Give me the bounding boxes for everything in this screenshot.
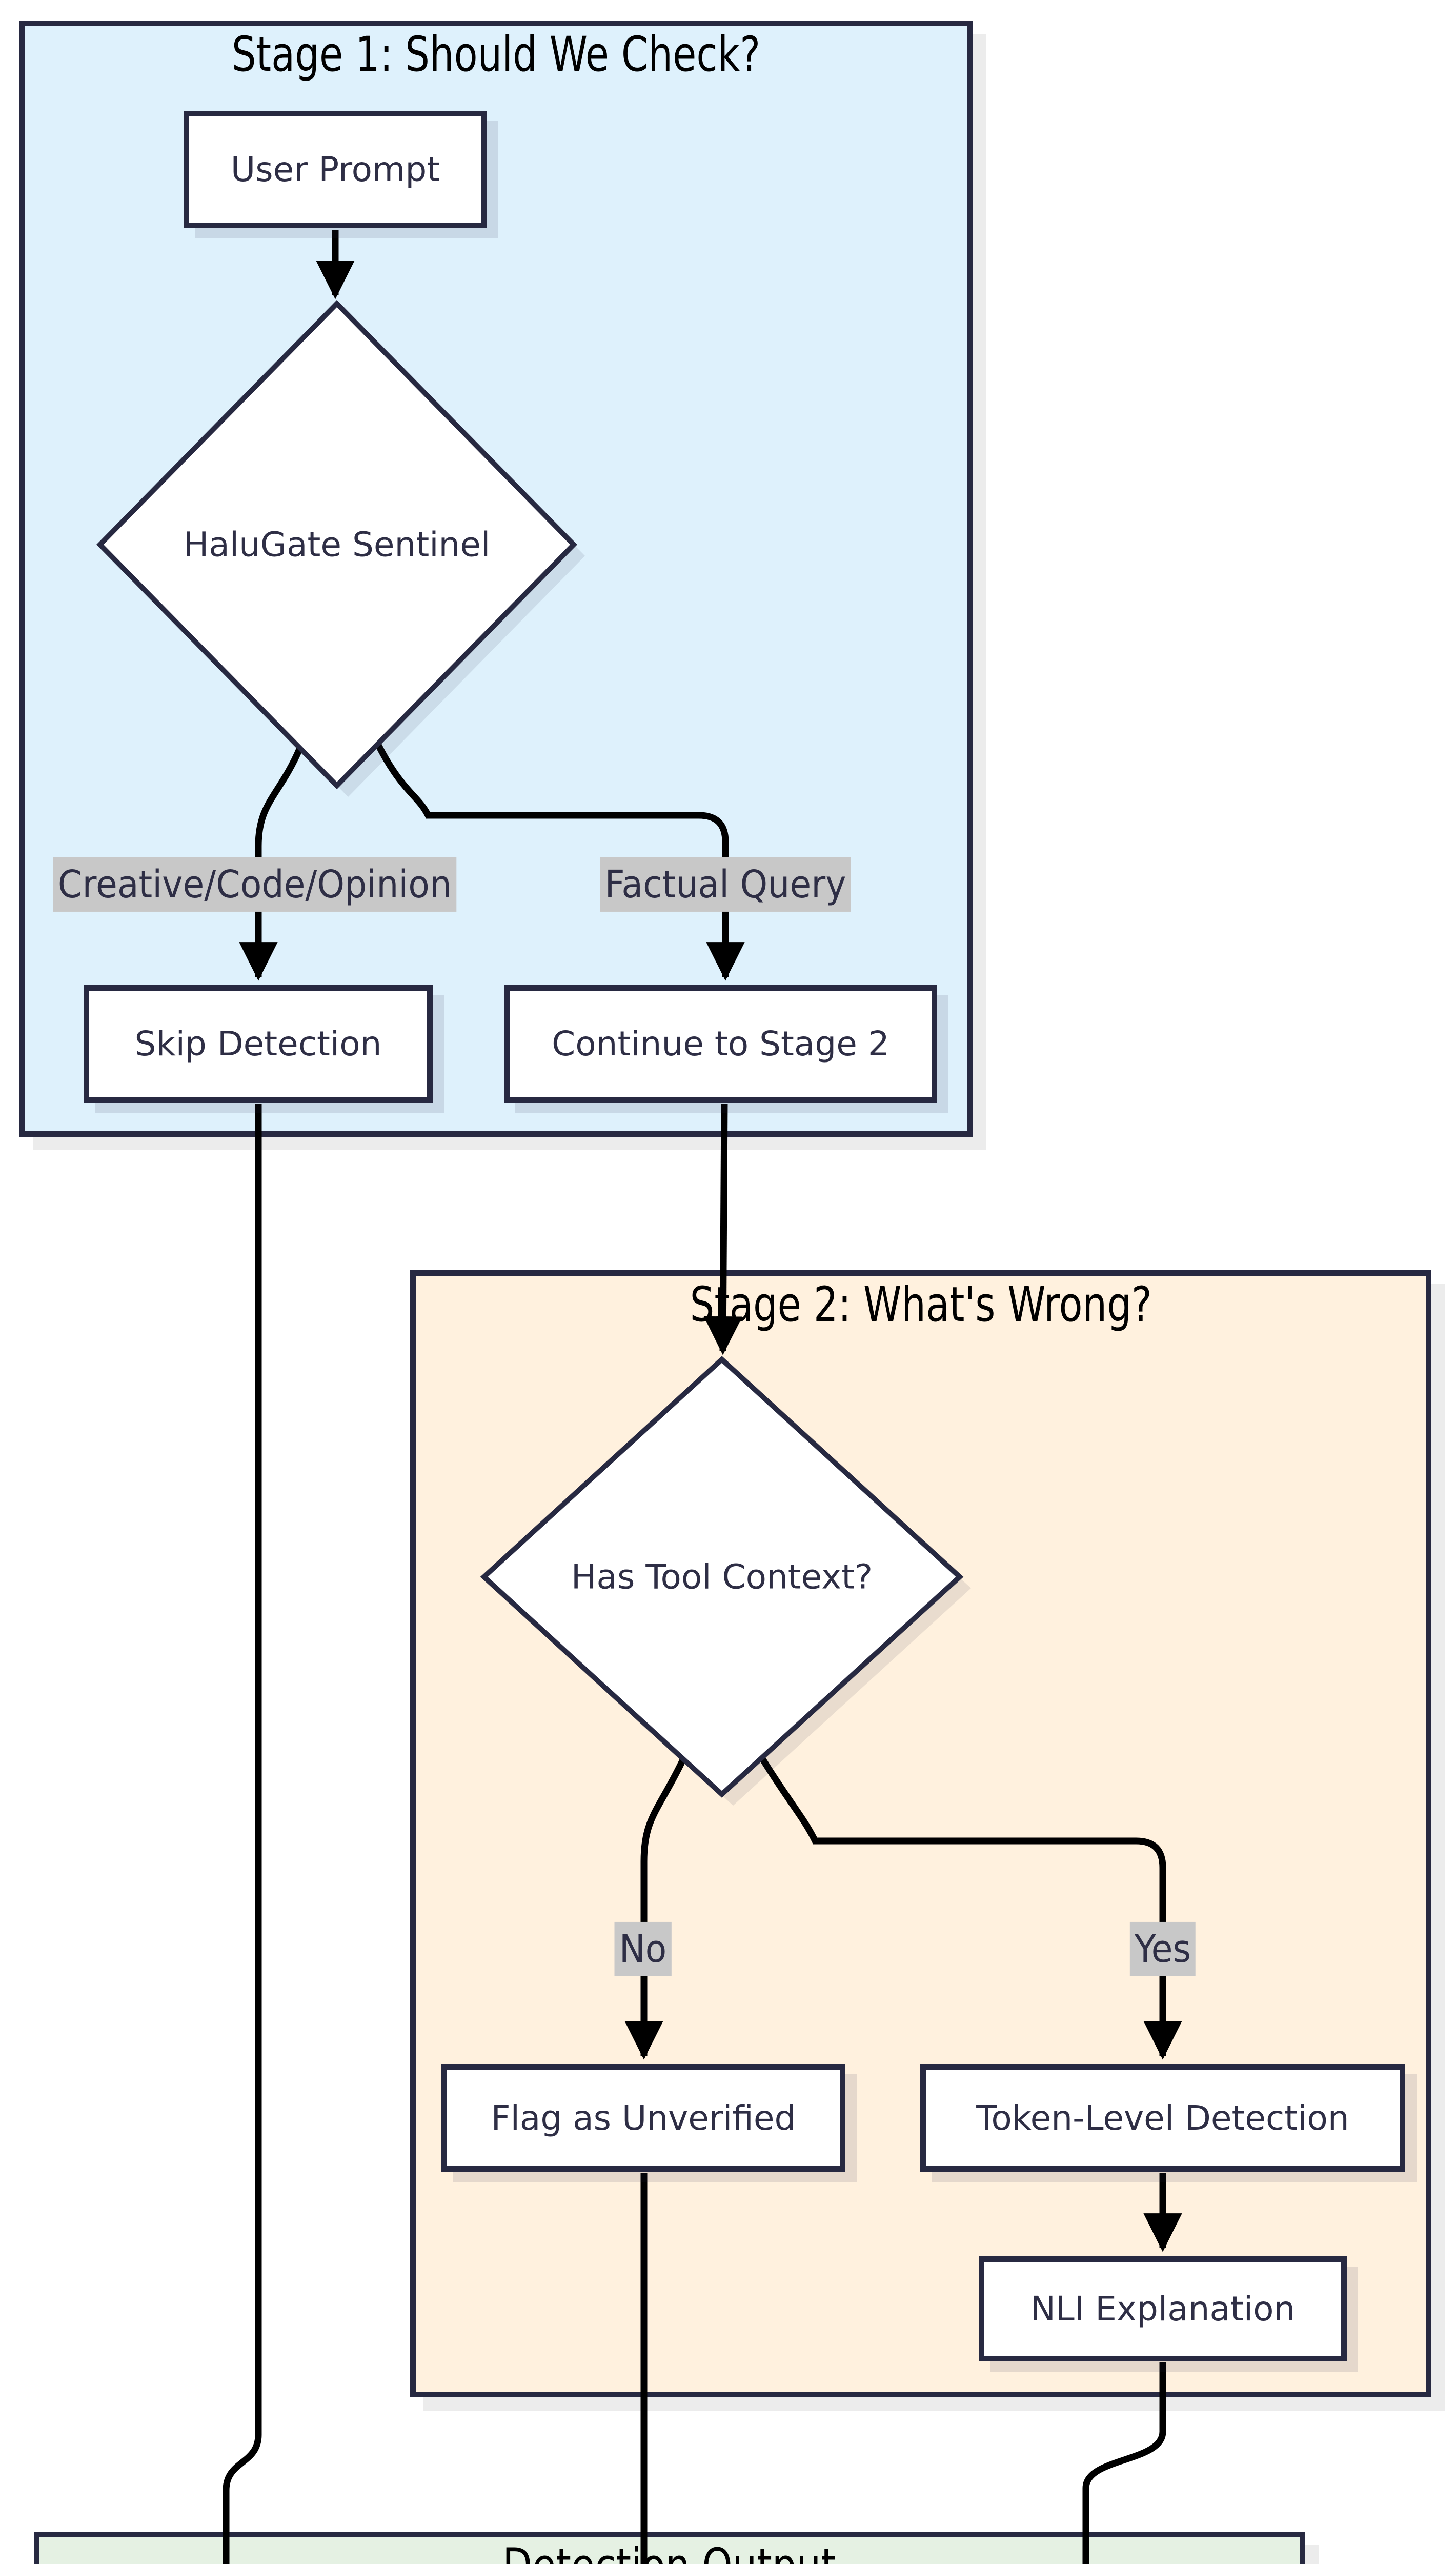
sentinel-diamond (96, 299, 578, 790)
detection-output-title-text: Detection Output (503, 2538, 836, 2564)
node-skip-detection: Skip Detection (84, 985, 433, 1103)
stage1-title-text: Stage 1: Should We Check? (232, 27, 761, 83)
stage2-title-text: Stage 2: What's Wrong? (690, 1277, 1152, 1333)
edge-label-factual-query: Factual Query (600, 857, 851, 912)
edge-sentinel-to-skip (239, 747, 303, 981)
stage2-container (410, 1270, 1431, 2397)
detection-output-title: Detection Output (34, 2538, 1305, 2564)
node-flag-as-unverified-label: Flag as Unverified (491, 2098, 796, 2138)
edge-continue-to-hastool (703, 1103, 743, 1355)
node-skip-detection-label: Skip Detection (134, 1024, 382, 1064)
edge-label-no: No (614, 1921, 672, 1977)
edge-sentinel-to-continue (375, 743, 745, 981)
detection-output-container (34, 2532, 1305, 2564)
edge-hastool-to-flag (624, 1758, 686, 2060)
node-user-prompt: User Prompt (184, 111, 487, 228)
edge-hastool-to-token (759, 1756, 1182, 2060)
stage1-title: Stage 1: Should We Check? (19, 27, 973, 83)
decision-halugate-sentinel-label: HaluGate Sentinel (183, 525, 491, 565)
edge-label-yes: Yes (1129, 1921, 1196, 1977)
stage2-title: Stage 2: What's Wrong? (410, 1277, 1431, 1333)
node-nli-explanation-label: NLI Explanation (1030, 2289, 1296, 2329)
node-token-level-detection-label: Token-Level Detection (976, 2098, 1349, 2138)
node-nli-explanation: NLI Explanation (979, 2256, 1347, 2361)
edge-skip-to-pass (223, 1104, 262, 2564)
node-flag-as-unverified: Flag as Unverified (441, 2064, 845, 2172)
edge-nli-to-detailed (1082, 2362, 1166, 2564)
node-user-prompt-label: User Prompt (230, 150, 440, 189)
edge-label-creative-code-opinion: Creative/Code/Opinion (53, 857, 457, 912)
node-token-level-detection: Token-Level Detection (920, 2064, 1405, 2172)
node-continue-to-stage2-label: Continue to Stage 2 (552, 1024, 889, 1064)
decision-has-tool-context-label: Has Tool Context? (571, 1557, 873, 1597)
hastool-diamond (480, 1356, 964, 1798)
node-continue-to-stage2: Continue to Stage 2 (504, 985, 937, 1103)
